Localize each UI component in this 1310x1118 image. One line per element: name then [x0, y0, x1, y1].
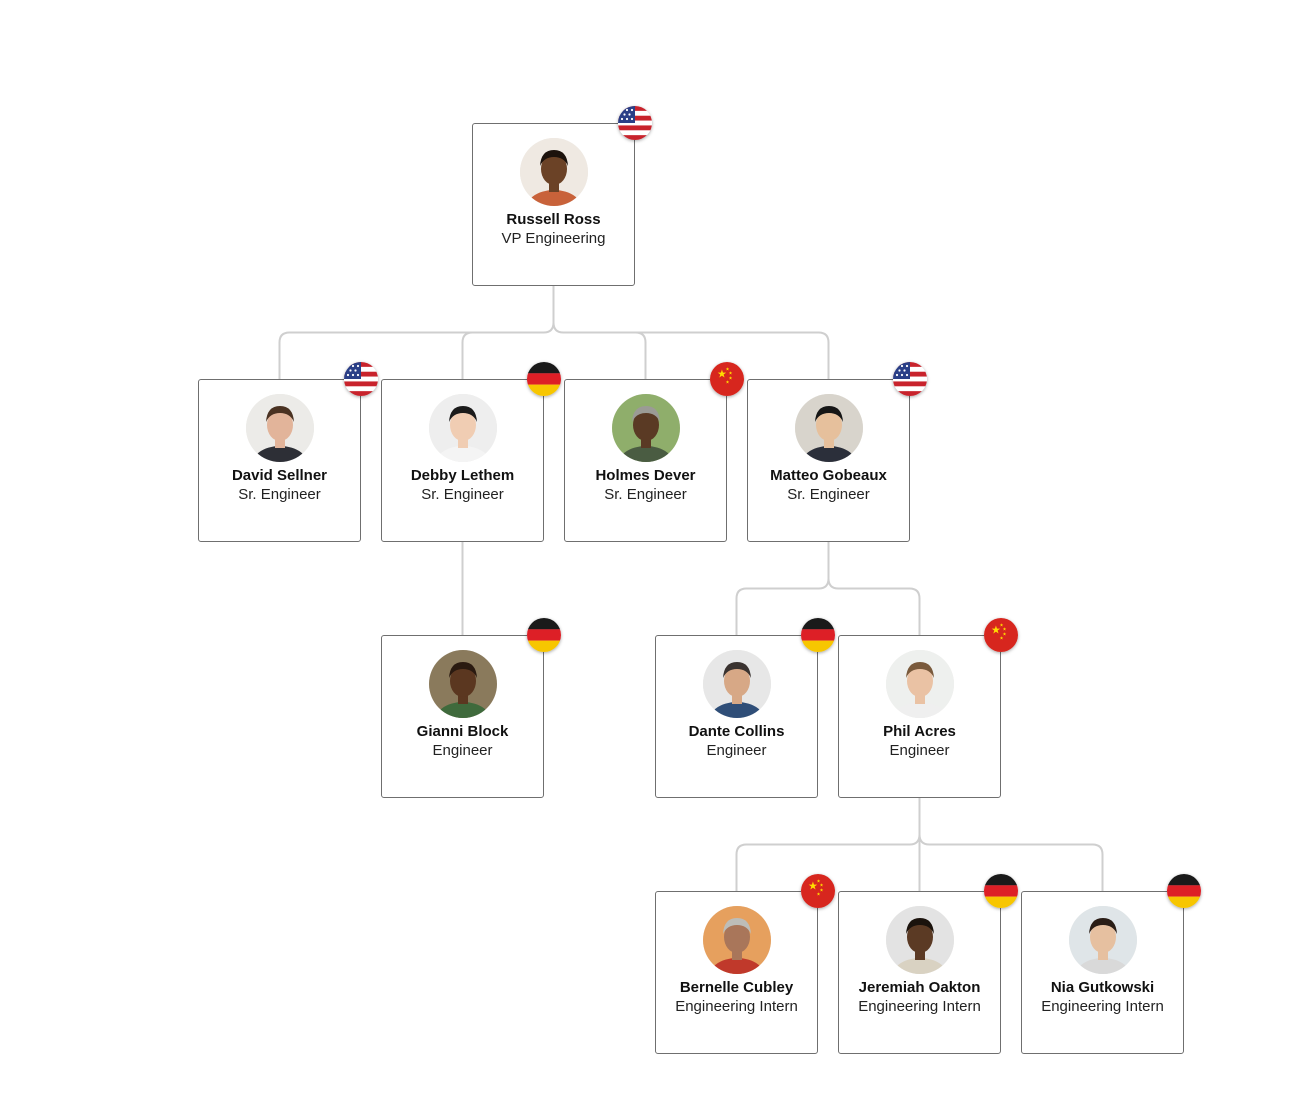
employee-name: Gianni Block [416, 723, 509, 740]
employee-title: Engineering Intern [858, 998, 981, 1015]
employee-name: Phil Acres [883, 723, 956, 740]
china-flag-icon: ★★★★★ [710, 362, 744, 396]
employee-title: Sr. Engineer [238, 486, 321, 503]
org-card-gianni-block[interactable]: Gianni Block Engineer [381, 618, 561, 798]
avatar [703, 906, 771, 974]
employee-name: Holmes Dever [595, 467, 696, 484]
employee-title: Sr. Engineer [787, 486, 870, 503]
employee-title: Sr. Engineer [604, 486, 687, 503]
employee-title: Engineer [706, 742, 767, 759]
svg-text:★: ★ [729, 376, 733, 382]
org-card-dante-collins[interactable]: Dante Collins Engineer [655, 618, 835, 798]
employee-title: Engineer [432, 742, 493, 759]
org-card-phil-acres[interactable]: Phil Acres Engineer ★★★★★ [838, 618, 1018, 798]
germany-flag-icon [527, 618, 561, 652]
org-card-david-sellner[interactable]: David Sellner Sr. Engineer [198, 362, 378, 542]
connector-phil [735, 798, 1104, 891]
connector-russell [278, 286, 830, 379]
us-flag-icon [893, 362, 927, 396]
org-card-russell-ross[interactable]: Russell Ross VP Engineering [472, 106, 652, 286]
germany-flag-icon [801, 618, 835, 652]
employee-name: Nia Gutkowski [1050, 979, 1155, 996]
avatar [520, 138, 588, 206]
employee-title: Engineer [889, 742, 950, 759]
svg-text:★: ★ [726, 367, 730, 373]
svg-text:★: ★ [820, 888, 824, 894]
employee-name: Debby Lethem [410, 467, 515, 484]
org-card-jeremiah-oakton[interactable]: Jeremiah Oakton Engineering Intern [838, 874, 1018, 1054]
avatar [886, 650, 954, 718]
germany-flag-icon [984, 874, 1018, 908]
germany-flag-icon [527, 362, 561, 396]
avatar [612, 394, 680, 462]
org-card-nia-gutkowski[interactable]: Nia Gutkowski Engineering Intern [1021, 874, 1201, 1054]
germany-flag-icon [1167, 874, 1201, 908]
employee-title: Engineering Intern [1041, 998, 1164, 1015]
svg-text:★: ★ [729, 371, 733, 377]
svg-text:★: ★ [717, 368, 727, 381]
china-flag-icon: ★★★★★ [984, 618, 1018, 652]
china-flag-icon: ★★★★★ [801, 874, 835, 908]
avatar [795, 394, 863, 462]
svg-text:★: ★ [726, 380, 730, 386]
employee-title: Sr. Engineer [421, 486, 504, 503]
avatar [703, 650, 771, 718]
employee-name: Matteo Gobeaux [770, 467, 887, 484]
employee-name: Russell Ross [506, 211, 601, 228]
svg-text:★: ★ [1000, 623, 1004, 629]
employee-name: Jeremiah Oakton [858, 979, 981, 996]
svg-text:★: ★ [1003, 632, 1007, 638]
us-flag-icon [618, 106, 652, 140]
avatar [429, 650, 497, 718]
employee-title: Engineering Intern [675, 998, 798, 1015]
avatar [246, 394, 314, 462]
avatar [886, 906, 954, 974]
svg-text:★: ★ [817, 879, 821, 885]
org-card-debby-lethem[interactable]: Debby Lethem Sr. Engineer [381, 362, 561, 542]
svg-text:★: ★ [1000, 636, 1004, 642]
svg-text:★: ★ [817, 892, 821, 898]
employee-name: Bernelle Cubley [679, 979, 794, 996]
avatar [1069, 906, 1137, 974]
avatar [429, 394, 497, 462]
employee-name: David Sellner [231, 467, 328, 484]
svg-text:★: ★ [808, 880, 818, 893]
svg-text:★: ★ [991, 624, 1001, 637]
us-flag-icon [344, 362, 378, 396]
org-card-matteo-gobeaux[interactable]: Matteo Gobeaux Sr. Engineer [747, 362, 927, 542]
svg-text:★: ★ [1003, 627, 1007, 633]
svg-text:★: ★ [820, 883, 824, 889]
connector-matteo [735, 542, 921, 635]
org-card-holmes-dever[interactable]: Holmes Dever Sr. Engineer ★★★★★ [564, 362, 744, 542]
org-card-bernelle-cubley[interactable]: Bernelle Cubley Engineering Intern ★★★★★ [655, 874, 835, 1054]
employee-title: VP Engineering [501, 230, 606, 247]
employee-name: Dante Collins [688, 723, 785, 740]
